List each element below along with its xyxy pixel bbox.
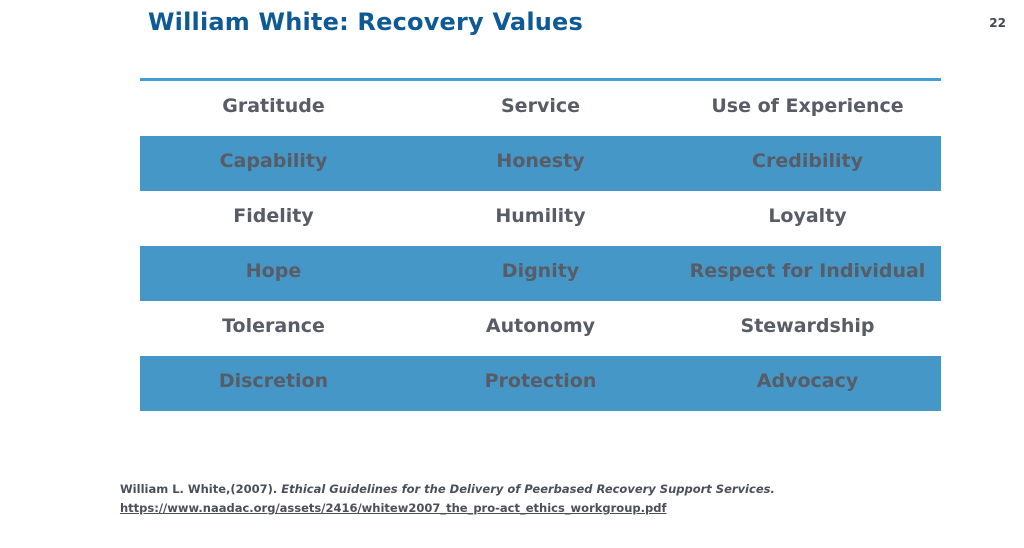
table-cell: Humility (495, 204, 586, 227)
citation-title: Ethical Guidelines for the Delivery of P… (281, 482, 775, 496)
table-cell: Capability (219, 149, 328, 172)
page-title: William White: Recovery Values (148, 8, 583, 36)
table-row: Tolerance Autonomy Stewardship (140, 301, 941, 356)
table-row: Gratitude Service Use of Experience (140, 81, 941, 136)
table-row: Hope Dignity Respect for Individual (140, 246, 941, 301)
table-cell: Use of Experience (711, 94, 904, 117)
citation-url-link[interactable]: https://www.naadac.org/assets/2416/white… (120, 501, 667, 515)
table-cell: Autonomy (485, 314, 596, 337)
citation-author: William L. White,(2007). (120, 482, 282, 496)
table-row: Discretion Protection Advocacy (140, 356, 941, 411)
table-cell: Gratitude (222, 94, 325, 117)
table-cell: Loyalty (768, 204, 847, 227)
table-cell: Dignity (501, 259, 580, 282)
citation-line: William L. White,(2007). Ethical Guideli… (120, 480, 775, 499)
page-number: 22 (989, 16, 1006, 30)
table-cell: Advocacy (756, 369, 859, 392)
table-cell: Service (501, 94, 580, 117)
table-cell: Stewardship (740, 314, 875, 337)
table-row: Fidelity Humility Loyalty (140, 191, 941, 246)
table-row: Capability Honesty Credibility (140, 136, 941, 191)
citation-link-line: https://www.naadac.org/assets/2416/white… (120, 499, 775, 518)
citation-footer: William L. White,(2007). Ethical Guideli… (120, 480, 775, 518)
table-cell: Tolerance (222, 314, 325, 337)
table-cell: Credibility (752, 149, 863, 172)
recovery-values-table: Gratitude Service Use of Experience Capa… (140, 78, 941, 411)
table-cell: Respect for Individual (689, 259, 926, 282)
table-cell: Fidelity (233, 204, 314, 227)
table-cell: Protection (484, 369, 597, 392)
table-cell: Hope (245, 259, 302, 282)
table-cell: Discretion (218, 369, 329, 392)
table-cell: Honesty (496, 149, 585, 172)
